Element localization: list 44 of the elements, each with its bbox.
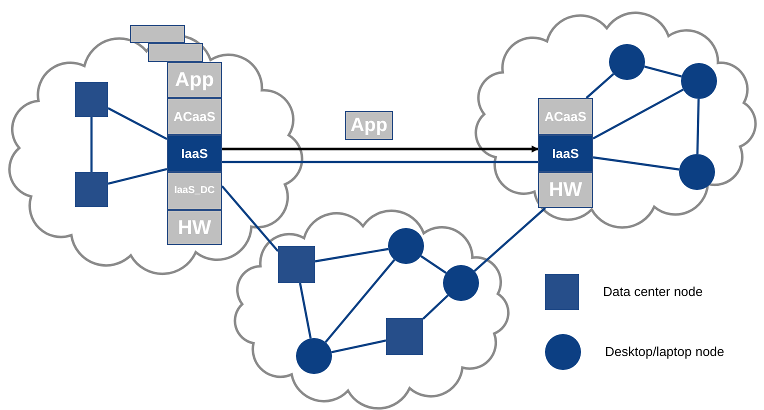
connector-line bbox=[586, 73, 614, 99]
connector-line bbox=[90, 117, 93, 172]
connector-line bbox=[644, 66, 682, 78]
layer-box bbox=[538, 135, 593, 172]
connector-line bbox=[221, 185, 279, 252]
layer-label: IaaS_DC bbox=[174, 186, 215, 196]
connector-line bbox=[222, 160, 538, 164]
layer-box bbox=[167, 98, 222, 135]
data-center-square bbox=[386, 318, 423, 355]
layer-label: ACaaS bbox=[174, 110, 216, 123]
layer-box bbox=[538, 98, 593, 135]
layer-label: ACaaS bbox=[544, 110, 586, 123]
layer-box bbox=[538, 172, 593, 208]
layer-label: HW bbox=[178, 218, 212, 238]
layer-label: IaaS bbox=[181, 147, 208, 160]
layer-box bbox=[167, 172, 222, 210]
stacked-card bbox=[148, 43, 203, 62]
layer-label: IaaS bbox=[552, 147, 579, 160]
connector-line bbox=[474, 207, 546, 272]
connector-line bbox=[696, 98, 700, 154]
data-center-square bbox=[75, 172, 108, 207]
legend-label: Data center node bbox=[603, 283, 703, 302]
layer-label: App bbox=[350, 116, 388, 135]
connector-line bbox=[107, 107, 168, 140]
layer-box bbox=[167, 210, 222, 245]
connector-line bbox=[314, 248, 388, 262]
arrow bbox=[222, 146, 539, 153]
connector-line bbox=[324, 259, 396, 343]
data-center-square bbox=[278, 246, 315, 283]
connector-line bbox=[298, 282, 312, 339]
connector-line bbox=[331, 339, 386, 354]
layer-box bbox=[167, 62, 222, 98]
layer-box bbox=[345, 111, 393, 140]
connector-line bbox=[108, 168, 168, 185]
connector-line bbox=[592, 156, 680, 171]
connector-line bbox=[422, 294, 449, 320]
data-center-square bbox=[75, 82, 108, 117]
connector-line bbox=[592, 88, 684, 140]
stacked-card bbox=[130, 25, 185, 43]
layer-label: HW bbox=[548, 180, 582, 200]
legend-label: Desktop/laptop node bbox=[605, 343, 724, 362]
layer-box bbox=[167, 135, 222, 172]
connector-line bbox=[420, 255, 447, 274]
layer-label: App bbox=[175, 70, 214, 90]
